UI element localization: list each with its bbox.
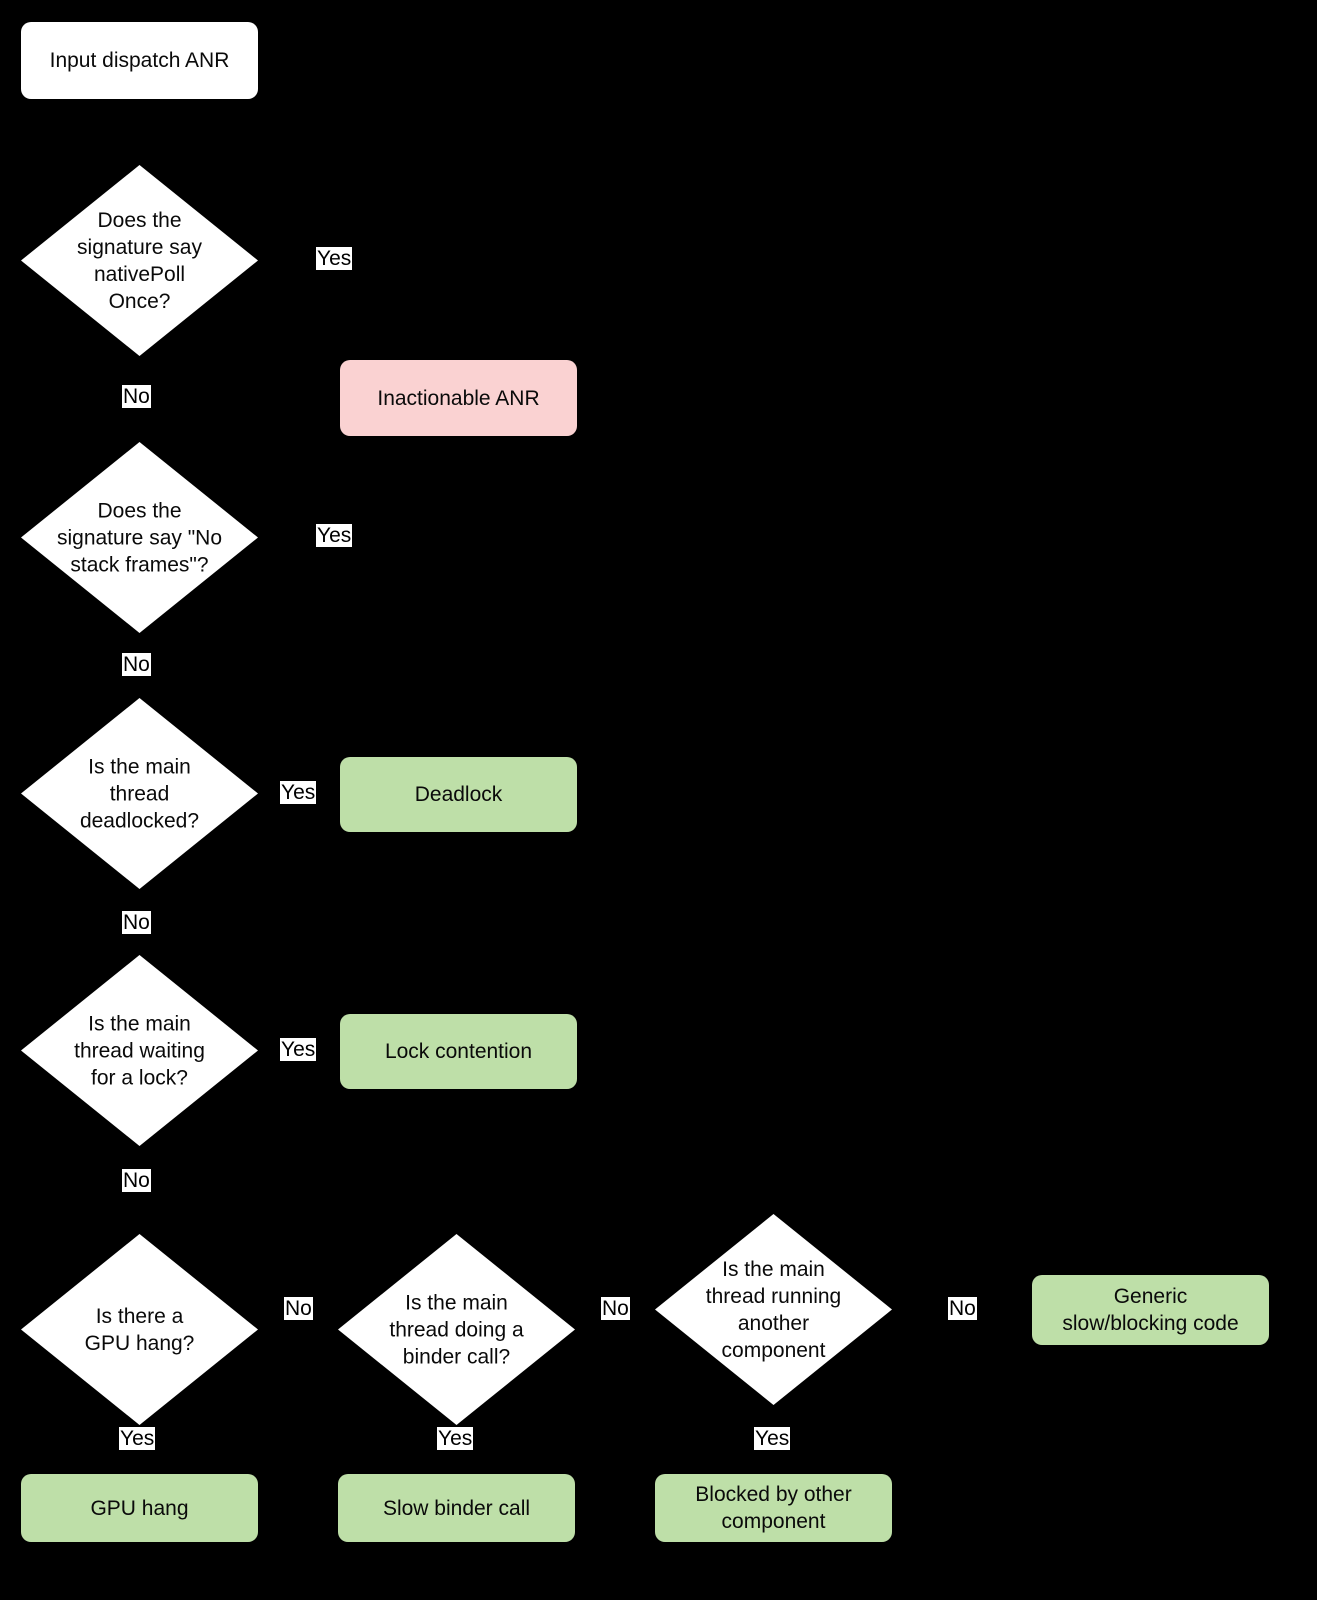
- node-result-gpu-hang-label: GPU hang: [90, 1496, 189, 1520]
- node-decision-main-thread-waiting-lock-label: Is the main thread waiting for a lock?: [74, 1012, 205, 1089]
- node-decision-main-thread-deadlocked-label: Is the main thread deadlocked?: [79, 755, 200, 832]
- node-start-label: Input dispatch ANR: [49, 49, 230, 72]
- node-result-lock-contention-label: Lock contention: [384, 1040, 533, 1063]
- node-result-slow-binder-call[interactable]: Slow binder call: [338, 1474, 575, 1542]
- edge-label-deadlocked-yes: Yes: [280, 781, 317, 804]
- edge-label-waitinglock-no: No: [122, 1169, 151, 1192]
- edge-nostack-yes: [257, 536, 352, 538]
- edge-label-othercomponent-yes: Yes: [754, 1427, 791, 1450]
- node-result-blocked-by-other-component[interactable]: Blocked by other component: [655, 1474, 892, 1542]
- node-result-deadlock-label: Deadlock: [414, 783, 503, 806]
- node-decision-gpu-hang[interactable]: Is there a GPU hang?: [21, 1234, 258, 1425]
- node-decision-nativepolloce-label: Does the signature say nativePoll Once?: [77, 208, 202, 313]
- edge-label-nativepoll-yes: Yes: [316, 247, 353, 270]
- edge-nativepoll-yes: [257, 259, 352, 261]
- node-result-generic-slow-blocking-code[interactable]: Generic slow/blocking code: [1032, 1275, 1269, 1345]
- node-decision-no-stack-frames-label: Does the signature say "No stack frames"…: [56, 499, 223, 576]
- node-result-gpu-hang[interactable]: GPU hang: [21, 1474, 258, 1542]
- node-result-inactionable-anr-label: Inactionable ANR: [377, 386, 540, 410]
- edge-label-nostack-no: No: [122, 653, 151, 676]
- node-decision-nativepolloce[interactable]: Does the signature say nativePoll Once?: [21, 165, 258, 356]
- node-start-input-dispatch-anr[interactable]: Input dispatch ANR: [21, 22, 258, 99]
- node-decision-main-thread-deadlocked[interactable]: Is the main thread deadlocked?: [21, 698, 258, 889]
- node-decision-running-another-component-label: Is the main thread running another compo…: [705, 1257, 842, 1362]
- node-decision-binder-call-label: Is the main thread doing a binder call?: [389, 1291, 524, 1368]
- node-result-lock-contention[interactable]: Lock contention: [340, 1014, 577, 1089]
- node-decision-no-stack-frames[interactable]: Does the signature say "No stack frames"…: [21, 442, 258, 633]
- node-result-blocked-by-other-component-label: Blocked by other component: [695, 1483, 852, 1533]
- node-result-deadlock[interactable]: Deadlock: [340, 757, 577, 832]
- node-decision-main-thread-waiting-lock[interactable]: Is the main thread waiting for a lock?: [21, 955, 258, 1146]
- edge-label-nativepoll-no: No: [122, 385, 151, 408]
- edge-label-gpuhang-yes: Yes: [119, 1427, 156, 1450]
- edge-label-deadlocked-no: No: [122, 911, 151, 934]
- node-decision-binder-call[interactable]: Is the main thread doing a binder call?: [338, 1234, 575, 1425]
- node-result-slow-binder-call-label: Slow binder call: [382, 1496, 531, 1520]
- node-decision-gpu-hang-label: Is there a GPU hang?: [84, 1304, 195, 1355]
- edge-label-othercomponent-no: No: [948, 1297, 977, 1320]
- node-result-generic-slow-blocking-code-label: Generic slow/blocking code: [1062, 1285, 1239, 1335]
- edge-label-bindercall-yes: Yes: [437, 1427, 474, 1450]
- edge-start-to-nativepoll: [138, 98, 140, 165]
- node-decision-running-another-component[interactable]: Is the main thread running another compo…: [655, 1214, 892, 1405]
- edge-label-waitinglock-yes: Yes: [280, 1038, 317, 1061]
- edge-nativepoll-yes-down: [351, 259, 353, 360]
- edge-label-bindercall-no: No: [601, 1297, 630, 1320]
- edge-label-nostack-yes: Yes: [316, 524, 353, 547]
- edge-label-gpuhang-no: No: [284, 1297, 313, 1320]
- node-result-inactionable-anr[interactable]: Inactionable ANR: [340, 360, 577, 436]
